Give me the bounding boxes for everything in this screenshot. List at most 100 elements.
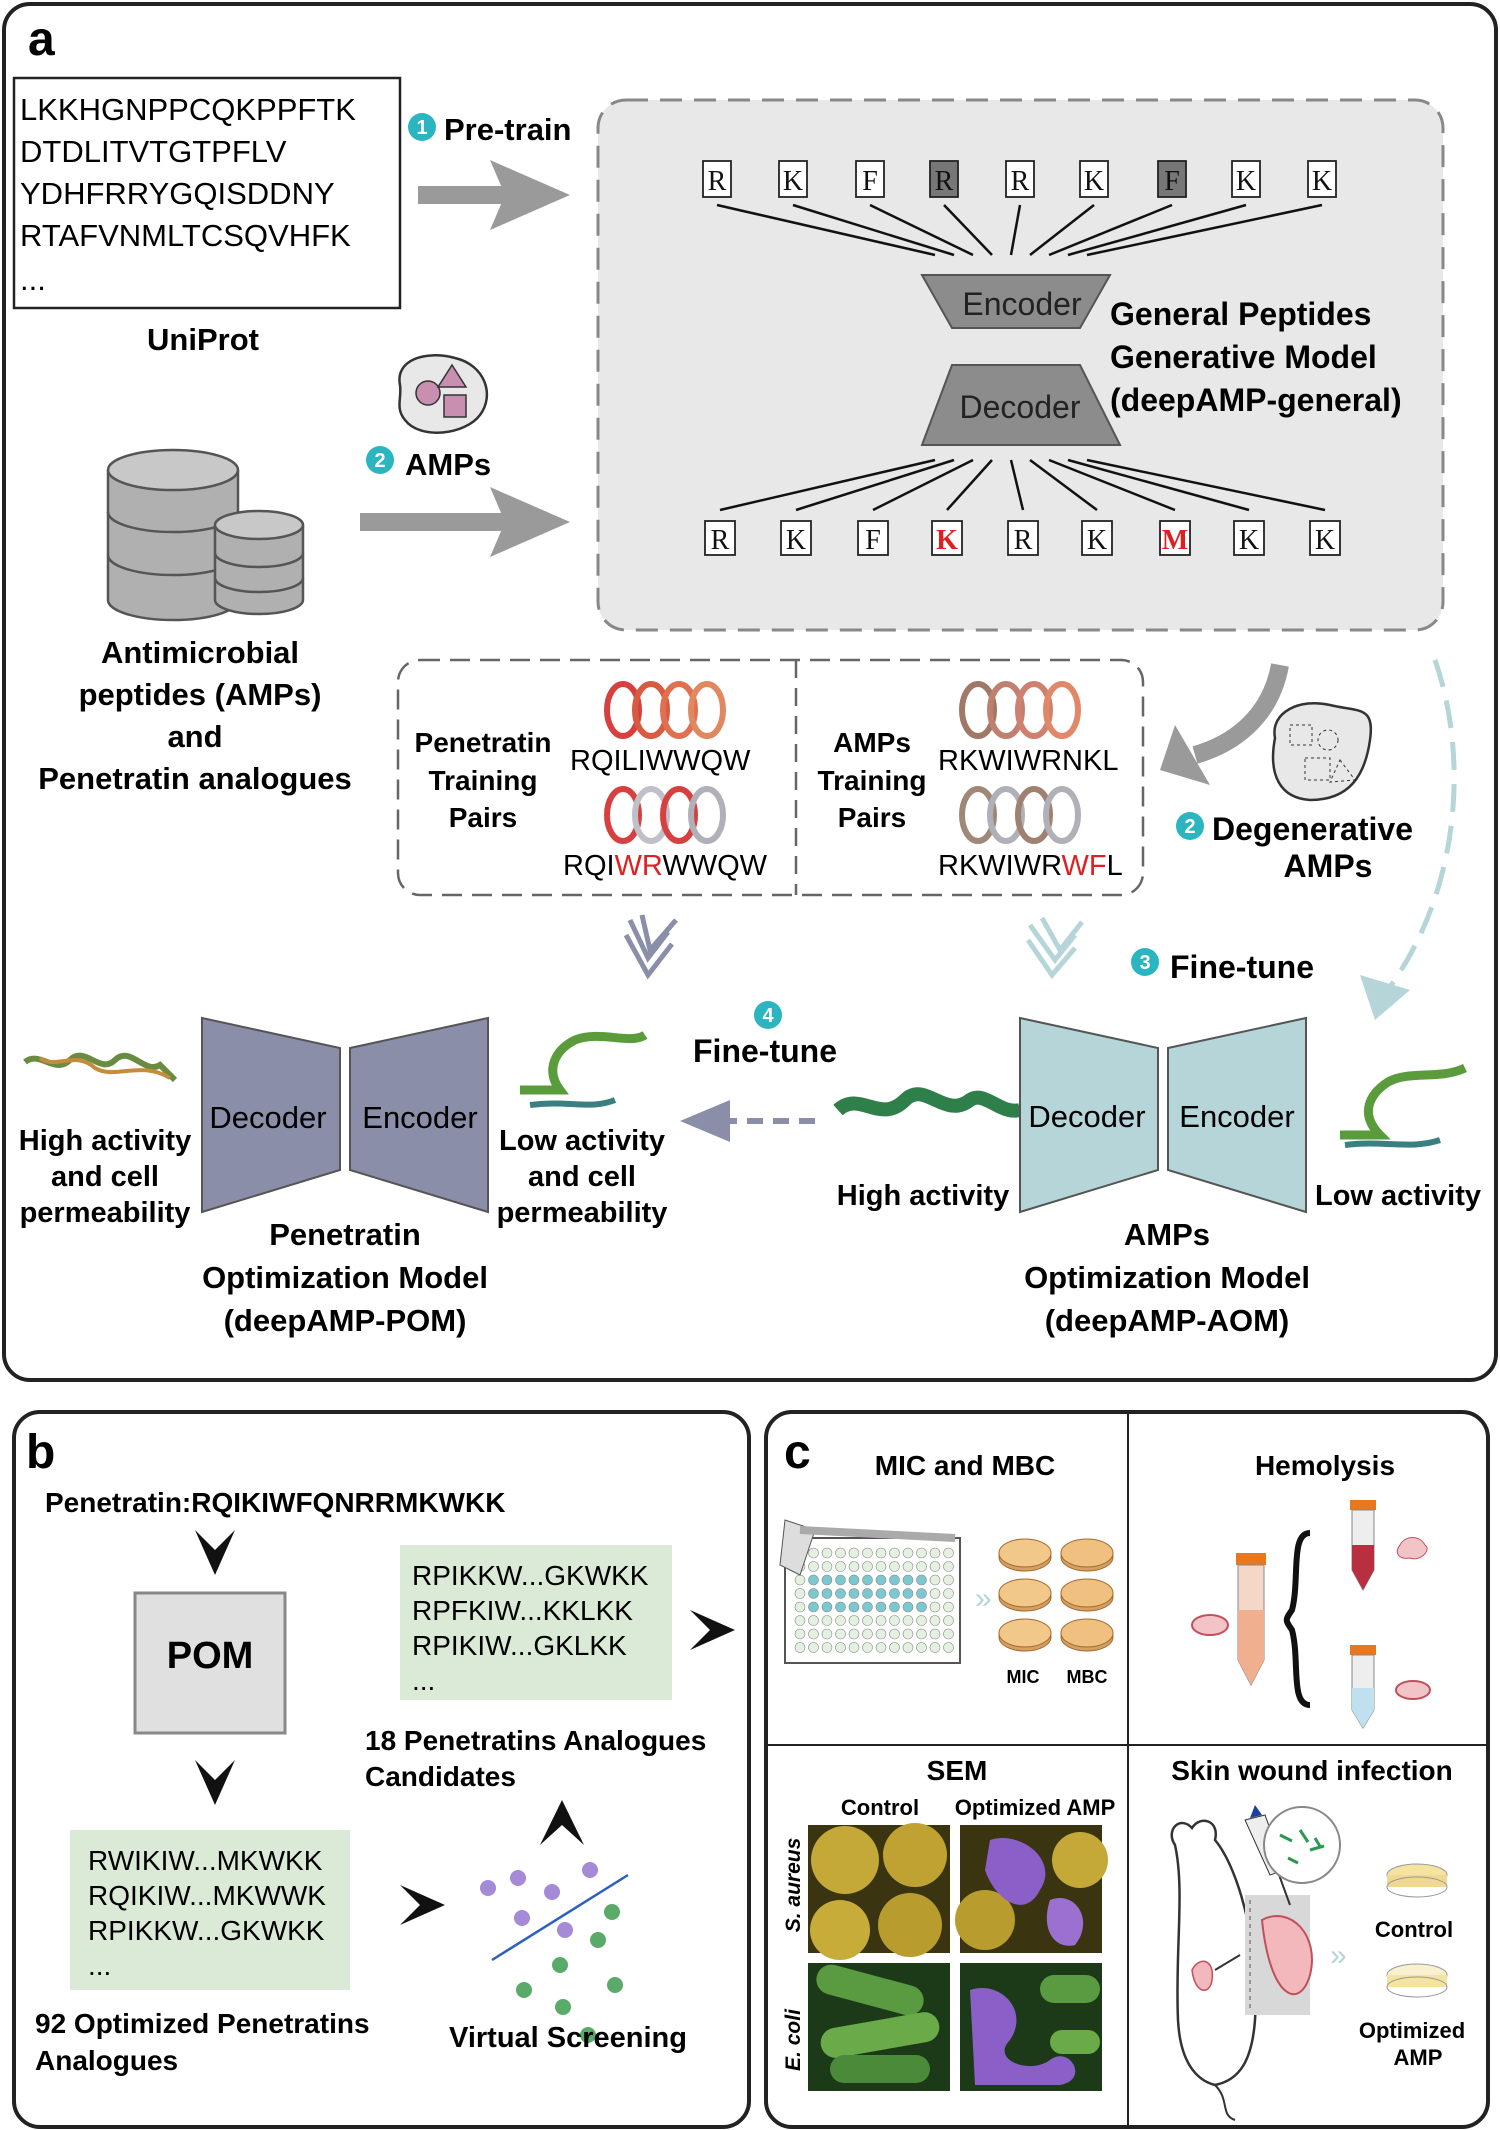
output-token: K <box>1233 520 1265 556</box>
plate-well <box>875 1628 887 1640</box>
sem-row-label: S. aureus <box>782 1838 805 1933</box>
petri-dish <box>998 1618 1052 1652</box>
plate-well <box>943 1628 954 1640</box>
plate-well <box>862 1628 873 1640</box>
down-arrowhead-icon <box>195 1530 235 1575</box>
up-arrowhead-icon <box>540 1800 584 1845</box>
candidate-seq-box <box>400 1545 672 1700</box>
step-2-number: 2 <box>374 450 385 472</box>
virtual-screening-icon <box>480 1862 629 2043</box>
mic-label: MIC <box>1007 1667 1040 1687</box>
plate-well <box>848 1547 860 1559</box>
plate-well <box>821 1628 833 1640</box>
uniprot-seq: LKKHGNPPCQKPPFTK <box>20 92 356 127</box>
aom-encoder-label: Encoder <box>1179 1099 1294 1134</box>
candidate-label: 18 Penetratins Analogues <box>365 1725 706 1756</box>
svg-text:R: R <box>711 525 730 556</box>
pom-box <box>133 1591 287 1735</box>
svg-text:F: F <box>1164 166 1180 197</box>
plate-well <box>835 1601 846 1613</box>
plate-well <box>848 1642 860 1653</box>
hemolysis-icon <box>1191 1500 1431 1729</box>
plate-well <box>943 1588 954 1599</box>
svg-text:K: K <box>1084 166 1104 197</box>
optimized-label: Analogues <box>35 2045 178 2076</box>
step-4-dashed-arrow <box>680 1100 815 1142</box>
degenerative-number: 2 <box>1184 816 1195 838</box>
sem-col-label: Control <box>841 1795 919 1820</box>
svg-text:K: K <box>1312 166 1332 197</box>
svg-text:K: K <box>1239 525 1259 556</box>
output-token: K <box>1309 520 1341 556</box>
chevron-right-icon: » <box>1330 1939 1347 1972</box>
panel-a-letter: a <box>28 13 55 66</box>
step-4-badge <box>754 1001 782 1029</box>
plate-well <box>929 1588 941 1599</box>
amps-seq-2: RKWIWRWFL <box>938 850 1123 882</box>
plate-well <box>943 1601 954 1613</box>
optimized-seq: RWIKIW...MKWKK <box>88 1845 323 1876</box>
penetratin-seq-1: RQILIWWQW <box>570 745 751 777</box>
pom-name: (deepAMP-POM) <box>224 1303 467 1338</box>
candidate-seq: RPIKIW...GKLKK <box>412 1630 627 1661</box>
plate-well <box>889 1588 900 1599</box>
skin-title: Skin wound infection <box>1171 1755 1453 1786</box>
plate-well <box>835 1547 846 1559</box>
aom-chevron-icon <box>1025 916 1084 980</box>
svg-text:R: R <box>708 166 727 197</box>
input-token: F <box>855 160 885 198</box>
plate-well <box>808 1642 819 1653</box>
pom-left-label: permeability <box>20 1197 191 1229</box>
petri-dish-treated-icon <box>1386 1963 1448 1998</box>
uniprot-seq: DTDLITVTGTPFLV <box>20 134 287 169</box>
uniprot-seq: RTAFVNMLTCSQVHFK <box>20 218 351 253</box>
pom-right-label: and cell <box>528 1161 636 1193</box>
svg-text:F: F <box>865 525 881 556</box>
input-token: R <box>929 160 959 198</box>
svg-text:K: K <box>936 525 958 556</box>
screening-dot <box>544 1884 560 1900</box>
svg-text:F: F <box>862 166 878 197</box>
token-connection-lines <box>716 203 1326 512</box>
plate-well <box>916 1574 927 1586</box>
optimized-seq-box <box>70 1830 350 1990</box>
plate-well <box>835 1642 846 1653</box>
petri-dishes-icon <box>998 1538 1114 1652</box>
plate-well <box>848 1628 860 1640</box>
plate-well <box>875 1642 887 1653</box>
optimized-seq: RPIKKW...GKWKK <box>88 1915 325 1946</box>
uniprot-box: LKKHGNPPCQKPPFTK DTDLITVTGTPFLV YDHFRRYG… <box>12 76 402 310</box>
plate-well <box>821 1547 833 1559</box>
plate-well <box>943 1561 954 1572</box>
finetune-curve-head <box>1360 975 1410 1020</box>
aom-encoder-shape <box>1167 1016 1307 1214</box>
pom-right-label: Low activity <box>499 1125 665 1157</box>
helix-icon <box>604 681 726 739</box>
plate-well <box>794 1642 806 1653</box>
svg-text:R: R <box>1011 166 1030 197</box>
uniprot-seq: ... <box>20 262 46 297</box>
screening-dot <box>590 1932 606 1948</box>
database-icon <box>106 448 305 622</box>
amps-pairs-label: Pairs <box>838 802 907 833</box>
right-arrowhead-icon <box>400 1885 445 1925</box>
general-model-name: General Peptides <box>1110 296 1371 332</box>
plate-well <box>875 1601 887 1613</box>
step-4-number: 4 <box>762 1005 774 1027</box>
pom-decoder-label: Decoder <box>209 1100 326 1135</box>
input-token: K <box>1307 160 1337 198</box>
petri-dish <box>1060 1618 1114 1652</box>
output-token: F <box>857 520 889 556</box>
input-token: R <box>1005 160 1035 198</box>
aom-name: (deepAMP-AOM) <box>1045 1303 1290 1338</box>
plate-well <box>889 1615 900 1626</box>
plate-well <box>862 1574 873 1586</box>
penetratin-seq-2: RQIWRWWQW <box>563 850 768 882</box>
wound-zoom-icon <box>1214 1895 1313 2015</box>
helix-icons <box>604 681 1081 844</box>
svg-text:R: R <box>1014 525 1033 556</box>
input-token: K <box>1231 160 1261 198</box>
plate-well <box>794 1574 806 1586</box>
plate-well <box>821 1561 833 1572</box>
optimized-seq: RQIKIW...MKWWK <box>88 1880 326 1911</box>
